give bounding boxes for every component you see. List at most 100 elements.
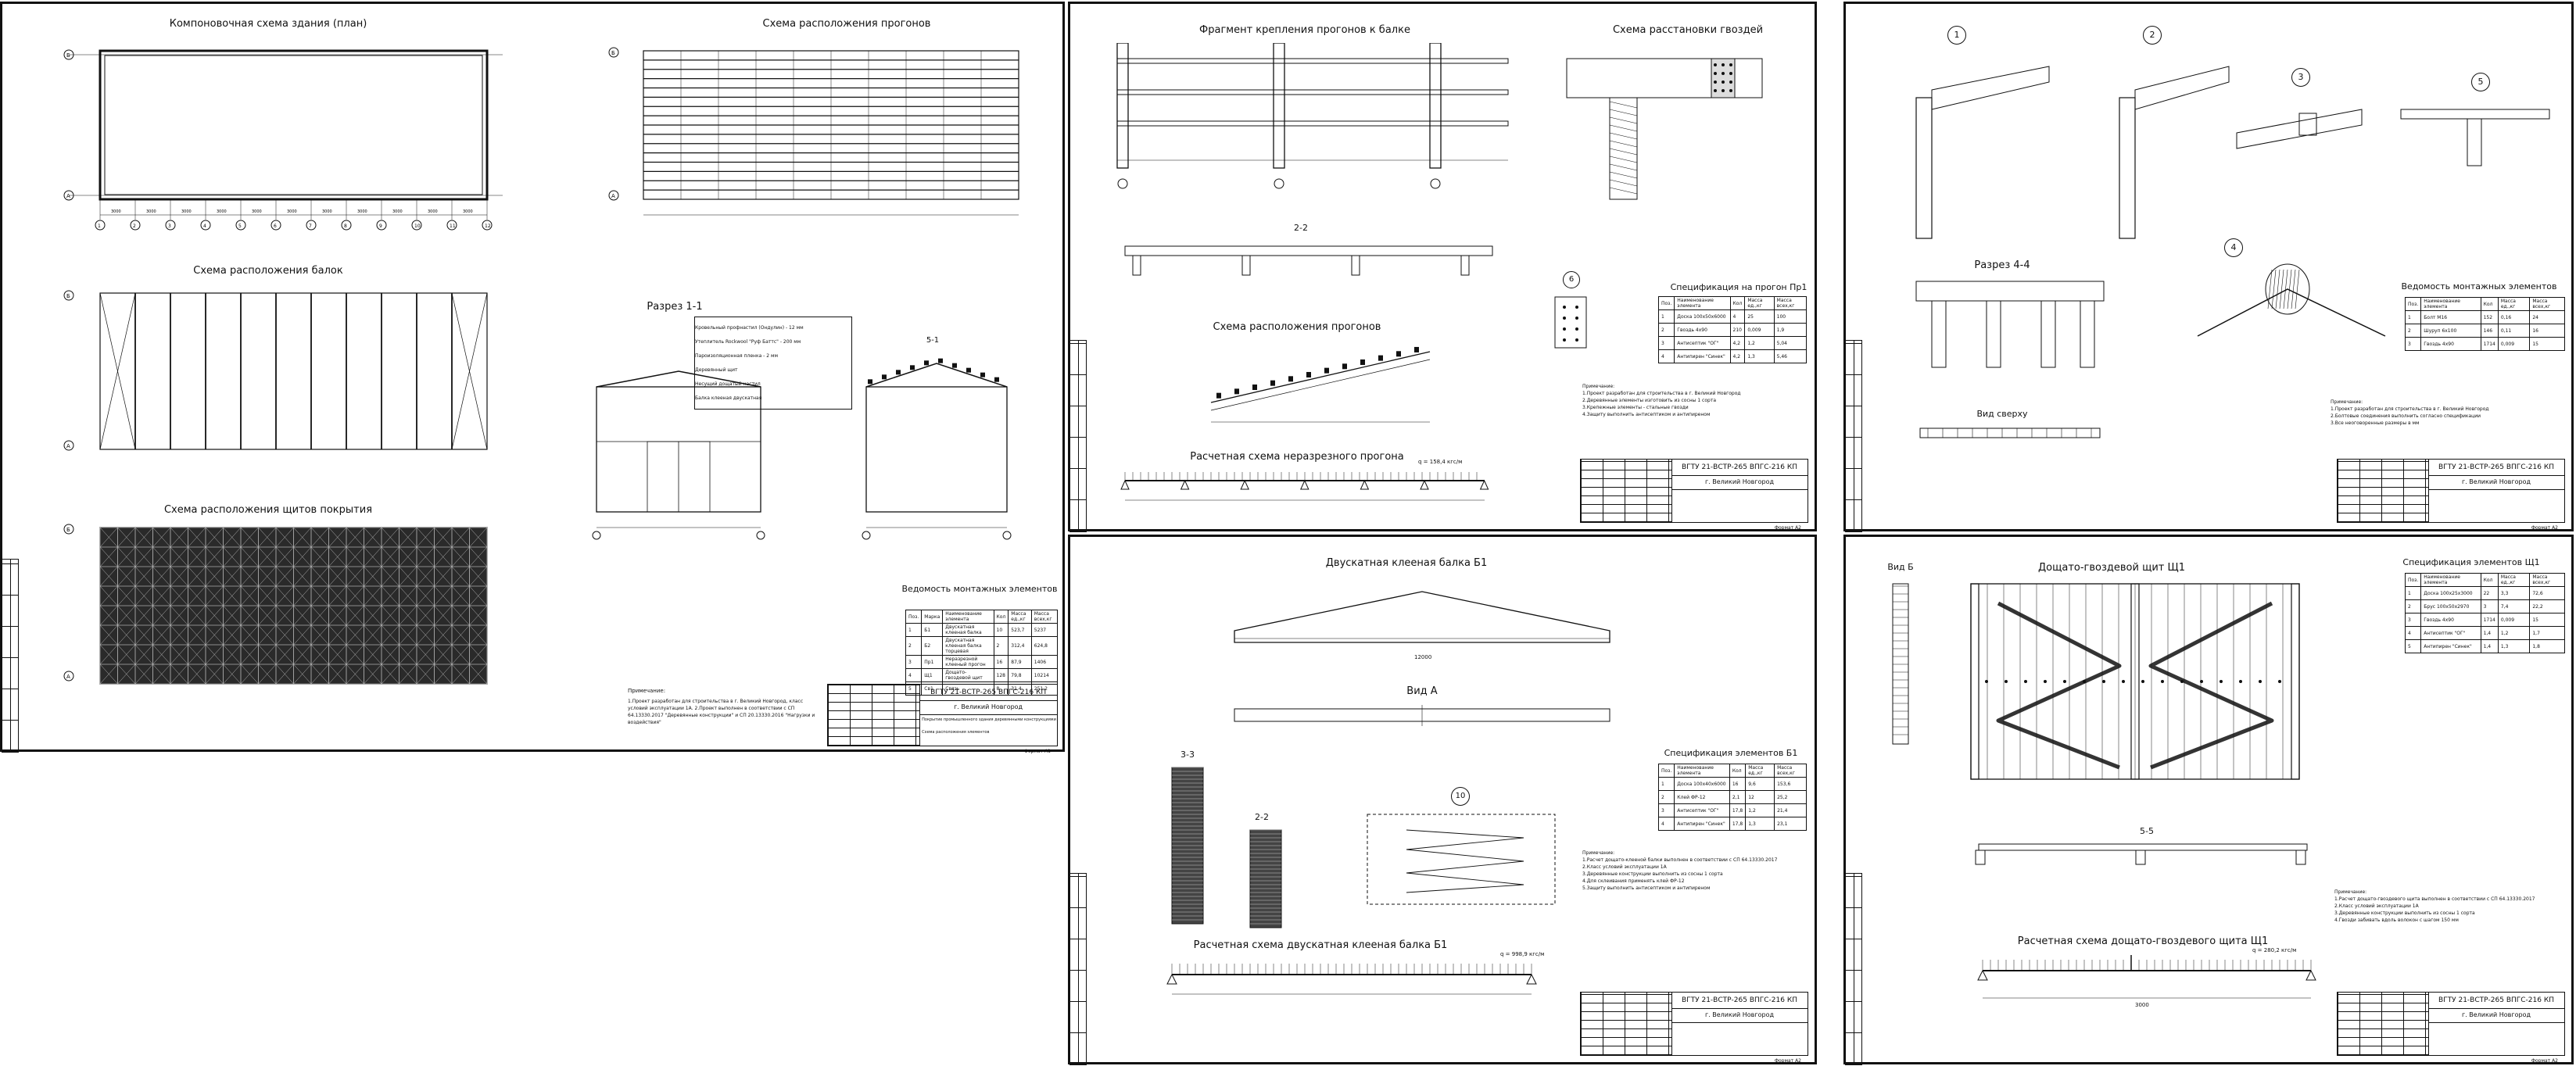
panel-brace: [240, 664, 259, 685]
cell: 3: [2480, 599, 2499, 613]
cell: 10214: [1030, 668, 1059, 682]
panel-brace: [170, 566, 188, 587]
panel-brace: [346, 546, 364, 567]
panel-brace: [346, 624, 364, 646]
panel-brace: [152, 566, 171, 587]
nail: [2259, 680, 2262, 683]
sheet-4-side-strip: [1069, 873, 1087, 1065]
circle-4: 4: [2224, 238, 2243, 257]
hatch: [2291, 269, 2296, 309]
hatch: [1609, 163, 1638, 171]
cell: 1: [1657, 309, 1675, 324]
cell: 22,2: [2529, 599, 2565, 613]
hatch: [2279, 269, 2284, 309]
axis-bubble: [235, 220, 246, 231]
cell: 21,4: [1774, 803, 1807, 817]
panel-brace: [328, 566, 347, 587]
panel-brace: [188, 664, 206, 685]
sheet-3-side-strip: [1845, 340, 1862, 532]
cell: Двускатная клееная балка торцевая: [942, 636, 994, 656]
panel-brace: [205, 664, 224, 685]
rib: [1970, 583, 1979, 780]
panel-brace: [205, 546, 224, 567]
list-title: Ведомость монтажных элементов: [901, 584, 1058, 594]
nail: [2005, 680, 2008, 683]
cell: 16: [993, 655, 1009, 669]
panel-brace: [310, 644, 329, 665]
cell: 72,6: [2529, 586, 2565, 600]
panel-brace: [258, 566, 277, 587]
purlin-section: [1342, 363, 1347, 370]
cell: Антисептик "ОГ": [1674, 803, 1730, 817]
fragment-title: Фрагмент крепления прогонов к балке: [1199, 24, 1410, 36]
hatch: [1609, 132, 1638, 140]
panel-brace: [258, 585, 277, 606]
support: [1180, 479, 1190, 490]
hatch: [1609, 187, 1638, 195]
purlin-layout-drawing: [1210, 346, 1431, 423]
panel-brace: [381, 527, 399, 548]
cell: 0,009: [2497, 337, 2531, 351]
cell: 1,2: [2497, 626, 2531, 640]
support: [1120, 479, 1130, 490]
beams-drawing: Б А: [63, 290, 488, 451]
panel-brace: [469, 644, 488, 665]
nail: [1729, 72, 1732, 75]
section-3-3-title: 3-3: [1181, 749, 1195, 760]
cell: 0,009: [1744, 323, 1775, 337]
notes: 1.Проект разработан для строительства в …: [628, 699, 815, 725]
panel-brace: [170, 546, 188, 567]
hatch: [1609, 171, 1638, 179]
panel-brace: [188, 546, 206, 567]
plan-drawing: Б А 130002300033000430005300063000730008…: [63, 49, 503, 231]
panel-brace: [381, 664, 399, 685]
cell: 2: [993, 636, 1009, 656]
cell: 128: [993, 668, 1009, 682]
circle-1: 1: [1947, 26, 1966, 45]
cell: 1,3: [1744, 349, 1775, 363]
th-name: Наименование элемента: [1674, 296, 1731, 310]
dim-label: 3000: [322, 209, 332, 214]
layer-2: Пароизоляционная пленка - 2 мм: [695, 353, 778, 359]
panel-brace: [240, 566, 259, 587]
axis-bubble: [165, 220, 176, 231]
purlin-section: [994, 377, 999, 382]
cell: 4,2: [1729, 349, 1746, 363]
cell: 0,16: [2497, 310, 2531, 324]
th-mass-unit: Масса ед.,кг: [1744, 296, 1775, 310]
purlin-section: [924, 360, 929, 366]
axis-bubble: [1430, 178, 1441, 189]
panel-brace: [134, 624, 153, 646]
calc-title-5: Расчетная схема дощато-гвоздевого щита Щ…: [2017, 935, 2269, 947]
panel-brace: [310, 546, 329, 567]
beam: [2236, 109, 2363, 149]
section-2-2-title: 2-2: [1294, 223, 1308, 233]
leg: [2080, 300, 2095, 368]
cell: Доска 100х40х6000: [1674, 777, 1730, 791]
cell: 624,8: [1030, 636, 1059, 656]
panel-brace: [310, 605, 329, 626]
panel-brace: [399, 644, 417, 665]
panel-brace: [152, 546, 171, 567]
axis-bubble: [446, 220, 457, 231]
title-block-code: ВГТУ 21-ВСТР-265 ВПГС-216 КП: [2428, 993, 2564, 1009]
panel-brace: [223, 605, 242, 626]
axis-bubble: [411, 220, 422, 231]
cell: Гвоздь 4х90: [2420, 337, 2481, 351]
detail-4-drawing: [2197, 263, 2386, 337]
cell: 210: [1729, 323, 1746, 337]
hatch: [1609, 148, 1638, 156]
th-mass-all: Масса всех,кг: [1030, 610, 1059, 624]
panel-brace: [381, 624, 399, 646]
purlin-section: [1324, 367, 1329, 374]
panel-brace: [364, 585, 382, 606]
support: [1977, 969, 1988, 981]
purlin-section: [1396, 351, 1401, 357]
cell: 4: [1657, 349, 1675, 363]
th-mass-all: Масса всех,кг: [2529, 297, 2565, 311]
support: [1360, 479, 1370, 490]
beam: [2134, 66, 2230, 110]
axis-label: 3: [168, 224, 171, 229]
purlin-section: [1360, 359, 1365, 365]
